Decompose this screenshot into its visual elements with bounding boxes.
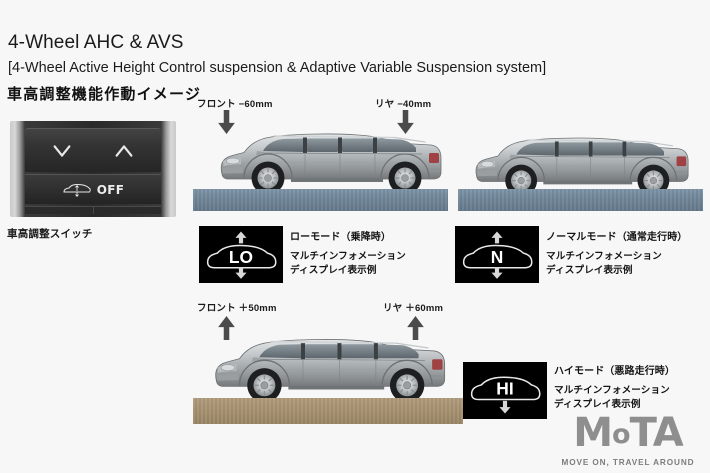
vehicle-side-view-high: [209, 327, 449, 402]
vehicle-side-view-low: [215, 122, 445, 194]
rear-measure-label-high: リヤ ＋60mm: [383, 303, 444, 314]
chevron-up-icon[interactable]: [113, 140, 135, 162]
mid-normal-note: マルチインフォメーション ディスプレイ表示例: [546, 250, 662, 277]
front-measure-label-high: フロント ＋50mm: [197, 303, 277, 314]
rear-measure-label-low: リヤ −40mm: [375, 99, 432, 110]
mid-high-note-line2: ディスプレイ表示例: [554, 398, 641, 410]
mid-low-note-line2: ディスプレイ表示例: [290, 264, 377, 276]
dirt-surface-high: [193, 398, 463, 424]
mota-logo-ta: TA: [629, 410, 684, 456]
mid-high-note: マルチインフォメーション ディスプレイ表示例: [554, 384, 670, 411]
mid-low-note-line1: マルチインフォメーション: [290, 251, 406, 262]
arrow-up-rear-icon: [406, 316, 425, 340]
page-title: 4-Wheel AHC & AVS: [8, 32, 184, 53]
mid-low-title: ローモード（乗降時）: [290, 232, 391, 243]
mota-logo-m: M: [573, 410, 613, 456]
height-adjust-switch-panel: OFF: [10, 121, 176, 217]
height-off-button[interactable]: OFF: [25, 174, 161, 204]
normal-mode-scene: [458, 96, 703, 211]
mid-low-mode-text: LO: [229, 247, 253, 267]
high-mode-scene: フロント ＋50mm リヤ ＋60mm: [193, 300, 463, 424]
arrow-down-front-icon: [217, 110, 236, 134]
mota-tagline: MOVE ON, TRAVEL AROUND: [561, 458, 695, 467]
mid-high-note-line1: マルチインフォメーション: [554, 385, 670, 396]
mid-low: LO: [199, 226, 283, 283]
mota-logo-o: o: [612, 419, 631, 450]
height-rocker-switch[interactable]: [25, 128, 161, 172]
vehicle-height-icon: [62, 181, 92, 198]
mid-low-note: マルチインフォメーション ディスプレイ表示例: [290, 250, 406, 277]
mota-logo: MoTA: [552, 413, 704, 455]
chevron-down-icon[interactable]: [51, 140, 73, 162]
front-measure-label-low: フロント −60mm: [197, 99, 273, 110]
mid-normal-title: ノーマルモード（通常走行時）: [546, 232, 688, 243]
switch-caption: 車高調整スイッチ: [7, 228, 93, 240]
arrow-down-rear-icon: [396, 110, 415, 134]
road-surface-normal: [458, 189, 703, 211]
off-label: OFF: [96, 182, 125, 197]
mid-normal-note-line1: マルチインフォメーション: [546, 251, 662, 262]
mid-high-mode-text: HI: [496, 379, 513, 399]
mid-normal: N: [455, 226, 539, 283]
vehicle-side-view-normal: [470, 126, 692, 196]
mid-normal-mode-text: N: [491, 247, 504, 267]
low-mode-scene: フロント −60mm リヤ −40mm: [193, 96, 448, 211]
page-subtitle: [4-Wheel Active Height Control suspensio…: [8, 60, 547, 76]
road-surface-low: [193, 189, 448, 211]
mid-normal-note-line2: ディスプレイ表示例: [546, 264, 633, 276]
arrow-up-front-icon: [217, 316, 236, 340]
mota-watermark: MoTA MOVE ON, TRAVEL AROUND: [552, 413, 704, 467]
mid-high-title: ハイモード（悪路走行時）: [554, 366, 675, 377]
section-heading-jp: 車高調整機能作動イメージ: [7, 86, 202, 103]
mid-high: HI: [463, 362, 547, 419]
switch-lower-blank: [25, 206, 161, 214]
